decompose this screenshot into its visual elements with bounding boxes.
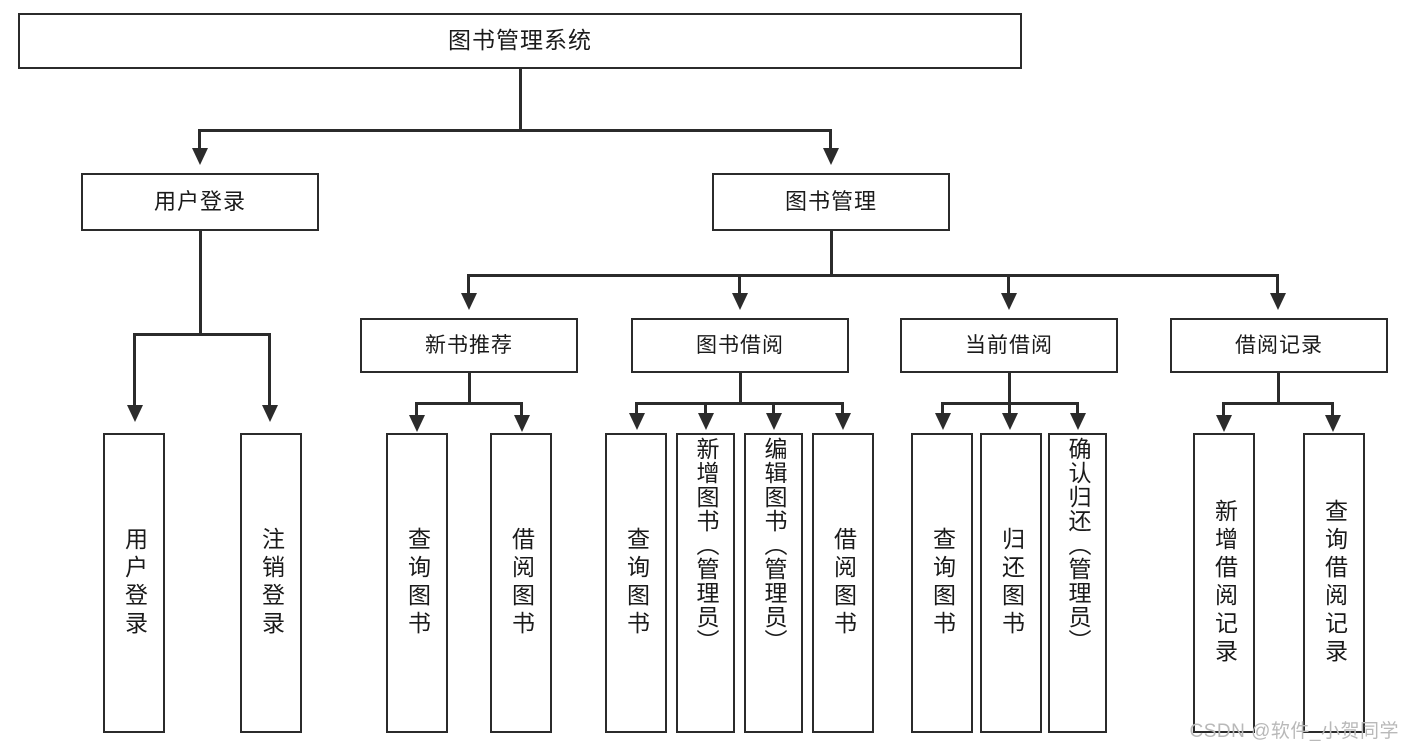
connector-nbr-drop-1 xyxy=(415,402,418,418)
leaf-label: 注销登录 xyxy=(258,527,285,639)
arrow-to-book-manage xyxy=(822,148,839,165)
arrow-to-leaf-query-record xyxy=(1324,415,1341,432)
arrow-to-new-book-rec xyxy=(460,293,477,310)
leaf-user-logout[interactable]: 注销登录 xyxy=(240,433,302,733)
leaf-label: 用户登录 xyxy=(121,527,148,639)
node-label: 当前借阅 xyxy=(965,333,1053,357)
node-label: 借阅记录 xyxy=(1235,333,1323,357)
arrow-to-borrow-record xyxy=(1269,293,1286,310)
arrow-to-leaf-query-book-1 xyxy=(408,415,425,432)
watermark-text: CSDN @软件_小贺同学 xyxy=(1189,721,1399,742)
arrow-to-leaf-user-login xyxy=(126,405,143,422)
connector-bb-drop-2 xyxy=(704,402,707,416)
connector-book-manage-bus xyxy=(467,274,1279,277)
arrow-to-leaf-user-logout xyxy=(261,405,278,422)
connector-bm-drop-2 xyxy=(738,274,741,294)
node-label: 图书管理系统 xyxy=(448,27,592,54)
arrow-to-leaf-confirm-return xyxy=(1069,413,1086,430)
connector-root-stem xyxy=(518,69,522,131)
connector-bb-drop-3 xyxy=(772,402,775,416)
leaf-add-borrow-record[interactable]: 新增借阅记录 xyxy=(1193,433,1255,733)
connector-br-stem xyxy=(1276,373,1280,404)
leaf-label: 编辑图书（管理员） xyxy=(761,437,787,653)
connector-bm-drop-1 xyxy=(467,274,470,294)
connector-bb-stem xyxy=(738,373,742,404)
connector-bb-bus xyxy=(635,402,844,405)
connector-bb-drop-4 xyxy=(841,402,844,416)
connector-root-drop-left xyxy=(198,129,201,149)
arrow-to-book-borrow xyxy=(731,293,748,310)
connector-bm-drop-3 xyxy=(1007,274,1010,294)
node-label: 用户登录 xyxy=(153,188,246,214)
arrow-to-leaf-query-book-3 xyxy=(934,413,951,430)
connector-user-login-stem xyxy=(198,231,202,335)
arrow-to-leaf-borrow-book-1 xyxy=(513,415,530,432)
connector-bm-drop-4 xyxy=(1276,274,1279,294)
connector-br-bus xyxy=(1222,402,1334,405)
arrow-to-leaf-edit-book xyxy=(765,413,782,430)
node-label: 图书借阅 xyxy=(696,333,784,357)
leaf-user-login[interactable]: 用户登录 xyxy=(103,433,165,733)
connector-cb-drop-2 xyxy=(1008,402,1011,416)
leaf-borrow-book-borrowing[interactable]: 借阅图书 xyxy=(812,433,874,733)
node-root-book-management-system[interactable]: 图书管理系统 xyxy=(18,13,1022,69)
leaf-borrow-book-recommendation[interactable]: 借阅图书 xyxy=(490,433,552,733)
node-user-login[interactable]: 用户登录 xyxy=(81,173,319,231)
arrow-to-leaf-add-book xyxy=(697,413,714,430)
connector-nbr-stem xyxy=(467,373,471,404)
leaf-query-book-borrowing[interactable]: 查询图书 xyxy=(605,433,667,733)
connector-cb-drop-1 xyxy=(941,402,944,416)
connector-user-login-drop-1 xyxy=(133,333,136,406)
leaf-return-book[interactable]: 归还图书 xyxy=(980,433,1042,733)
leaf-label: 查询借阅记录 xyxy=(1321,499,1348,667)
connector-cb-drop-3 xyxy=(1076,402,1079,416)
leaf-confirm-return-admin[interactable]: 确认归还（管理员） xyxy=(1048,433,1107,733)
leaf-label: 查询图书 xyxy=(623,527,650,639)
connector-nbr-bus xyxy=(415,402,523,405)
leaf-label: 归还图书 xyxy=(998,527,1025,639)
node-borrowing-record[interactable]: 借阅记录 xyxy=(1170,318,1388,373)
leaf-query-book-current[interactable]: 查询图书 xyxy=(911,433,973,733)
leaf-add-book-admin[interactable]: 新增图书（管理员） xyxy=(676,433,735,733)
leaf-label: 借阅图书 xyxy=(830,527,857,639)
leaf-label: 确认归还（管理员） xyxy=(1065,437,1091,653)
leaf-label: 新增借阅记录 xyxy=(1211,499,1238,667)
arrow-to-leaf-query-book-2 xyxy=(628,413,645,430)
connector-root-bus xyxy=(198,129,832,132)
connector-root-drop-right xyxy=(829,129,832,149)
node-new-book-recommendation[interactable]: 新书推荐 xyxy=(360,318,578,373)
node-label: 新书推荐 xyxy=(425,333,513,357)
connector-br-drop-2 xyxy=(1331,402,1334,418)
connector-cb-stem xyxy=(1007,373,1011,404)
arrow-to-current-borrow xyxy=(1000,293,1017,310)
node-label: 图书管理 xyxy=(784,188,877,214)
connector-user-login-drop-2 xyxy=(268,333,271,406)
arrow-to-user-login xyxy=(191,148,208,165)
leaf-query-borrow-record[interactable]: 查询借阅记录 xyxy=(1303,433,1365,733)
leaf-query-book-recommendation[interactable]: 查询图书 xyxy=(386,433,448,733)
node-current-borrowing[interactable]: 当前借阅 xyxy=(900,318,1118,373)
node-book-borrowing[interactable]: 图书借阅 xyxy=(631,318,849,373)
leaf-edit-book-admin[interactable]: 编辑图书（管理员） xyxy=(744,433,803,733)
connector-user-login-bus xyxy=(133,333,271,336)
leaf-label: 借阅图书 xyxy=(508,527,535,639)
leaf-label: 新增图书（管理员） xyxy=(693,437,719,653)
connector-book-manage-stem xyxy=(829,231,833,276)
node-book-management[interactable]: 图书管理 xyxy=(712,173,950,231)
leaf-label: 查询图书 xyxy=(929,527,956,639)
leaf-label: 查询图书 xyxy=(404,527,431,639)
arrow-to-leaf-return-book xyxy=(1001,413,1018,430)
connector-bb-drop-1 xyxy=(635,402,638,416)
arrow-to-leaf-borrow-book-2 xyxy=(834,413,851,430)
arrow-to-leaf-add-record xyxy=(1215,415,1232,432)
connector-br-drop-1 xyxy=(1222,402,1225,418)
connector-nbr-drop-2 xyxy=(520,402,523,418)
